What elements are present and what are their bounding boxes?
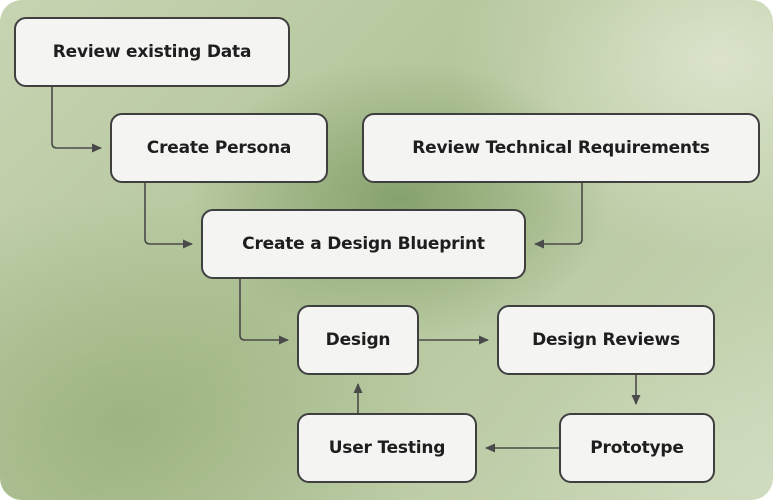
- node-label: Create Persona: [146, 138, 292, 158]
- node-prototype: Prototype: [559, 413, 715, 483]
- node-design-reviews: Design Reviews: [497, 305, 715, 375]
- node-create-persona: Create Persona: [110, 113, 328, 183]
- connector-review-data-to-persona: [51, 87, 102, 153]
- node-label: Review Technical Requirements: [412, 138, 710, 158]
- node-design: Design: [297, 305, 419, 375]
- connector-blueprint-to-design: [239, 279, 289, 345]
- node-label: Design Reviews: [532, 330, 680, 350]
- node-review-technical-requirements: Review Technical Requirements: [362, 113, 760, 183]
- connector-tech-to-blueprint: [534, 183, 583, 249]
- node-label: Prototype: [590, 438, 684, 458]
- connector-persona-to-blueprint: [144, 183, 193, 249]
- node-create-design-blueprint: Create a Design Blueprint: [201, 209, 526, 279]
- node-label: Create a Design Blueprint: [242, 234, 485, 254]
- node-user-testing: User Testing: [297, 413, 477, 483]
- node-label: Design: [325, 330, 391, 350]
- node-label: Review existing Data: [52, 42, 252, 62]
- node-review-existing-data: Review existing Data: [14, 17, 290, 87]
- node-label: User Testing: [328, 438, 446, 458]
